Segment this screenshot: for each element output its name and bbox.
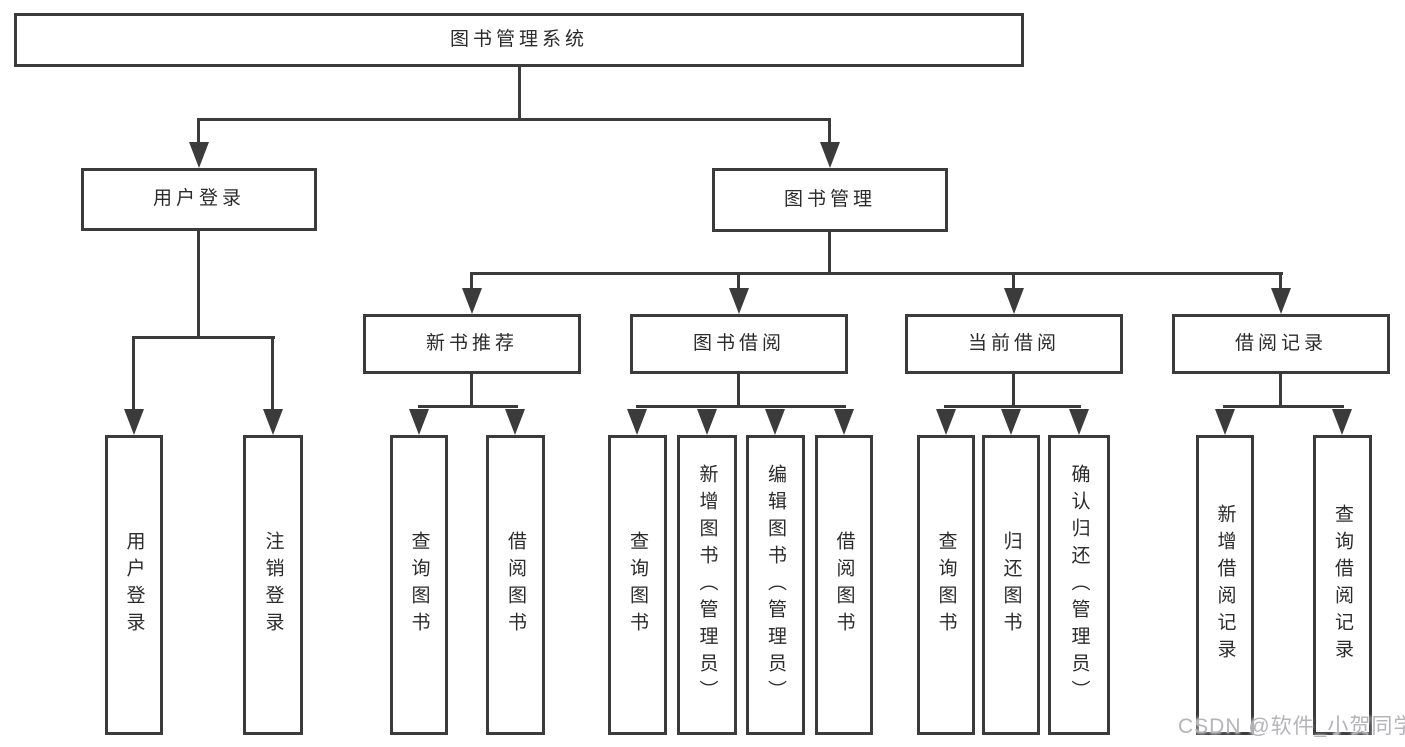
arrow-down-icon [820,142,840,168]
connector-line [1279,374,1282,408]
node-current-borrow: 当前借阅 [905,314,1123,374]
leaf-query-books: 查询图书 [608,435,667,735]
leaf-label: 新增借阅记录 [1214,504,1236,666]
leaf-label: 查询图书 [627,531,648,639]
connector-line [470,374,473,408]
connector-line [197,118,200,145]
arrow-down-icon [697,409,717,435]
leaf-label: 查询借阅记录 [1332,504,1353,666]
node-root: 图书管理系统 [14,13,1024,67]
arrow-down-icon [189,142,209,168]
watermark: CSDN @软件_小贺同学 [1178,715,1405,738]
connector-line [132,336,275,339]
connector-line [1279,272,1282,292]
arrow-down-icon [834,409,854,435]
leaf-logout: 注销登录 [243,435,303,735]
leaf-label: 查询图书 [935,531,957,639]
leaf-label: 确认归还（管理员） [1068,463,1090,707]
connector-line [828,231,831,275]
leaf-label: 借阅图书 [833,531,855,639]
leaf-label: 用户登录 [123,531,145,639]
arrow-down-icon [409,409,429,435]
leaf-edit-books-admin: 编辑图书（管理员） [746,435,805,735]
arrow-down-icon [1271,288,1291,314]
node-user-login: 用户登录 [81,168,317,231]
arrow-down-icon [505,409,525,435]
connector-line [944,405,1081,408]
leaf-query-borrow-record: 查询借阅记录 [1313,435,1372,735]
node-borrow-records: 借阅记录 [1172,314,1390,374]
connector-line [636,405,846,408]
arrow-down-icon [462,288,482,314]
leaf-borrow-books: 借阅图书 [486,435,545,735]
arrow-down-icon [1069,409,1089,435]
connector-line [828,118,831,145]
node-new-books: 新书推荐 [363,314,581,374]
leaf-borrow-books: 借阅图书 [815,435,873,735]
connector-line [737,272,740,292]
arrow-down-icon [1332,409,1352,435]
leaf-label: 借阅图书 [505,531,526,639]
leaf-query-books: 查询图书 [917,435,975,735]
leaf-query-books: 查询图书 [390,435,448,735]
connector-line [1012,272,1015,292]
connector-line [132,336,135,411]
arrow-down-icon [729,288,749,314]
arrow-down-icon [627,409,647,435]
connector-line [197,118,831,121]
arrow-down-icon [1001,409,1021,435]
leaf-label: 编辑图书（管理员） [765,463,786,707]
connector-line [470,272,473,292]
leaf-return-books: 归还图书 [982,435,1040,735]
connector-line [197,231,200,339]
connector-line [518,65,521,121]
leaf-add-borrow-record: 新增借阅记录 [1196,435,1254,735]
arrow-down-icon [1004,288,1024,314]
connector-line [418,405,518,408]
connector-line [1223,405,1344,408]
leaf-label: 新增图书（管理员） [696,463,718,707]
arrow-down-icon [124,409,144,435]
connector-line [737,374,740,408]
arrow-down-icon [936,409,956,435]
leaf-label: 归还图书 [1000,531,1022,639]
arrow-down-icon [1215,409,1235,435]
arrow-down-icon [765,409,785,435]
leaf-user-login: 用户登录 [105,435,163,735]
leaf-add-books-admin: 新增图书（管理员） [677,435,737,735]
connector-line [271,336,274,411]
connector-line [1012,374,1015,408]
leaf-confirm-return-admin: 确认归还（管理员） [1048,435,1110,735]
arrow-down-icon [263,409,283,435]
leaf-label: 查询图书 [408,531,430,639]
leaf-label: 注销登录 [262,531,284,639]
connector-line [470,272,1283,275]
node-book-borrow: 图书借阅 [630,314,848,374]
node-book-mgmt: 图书管理 [712,168,948,232]
